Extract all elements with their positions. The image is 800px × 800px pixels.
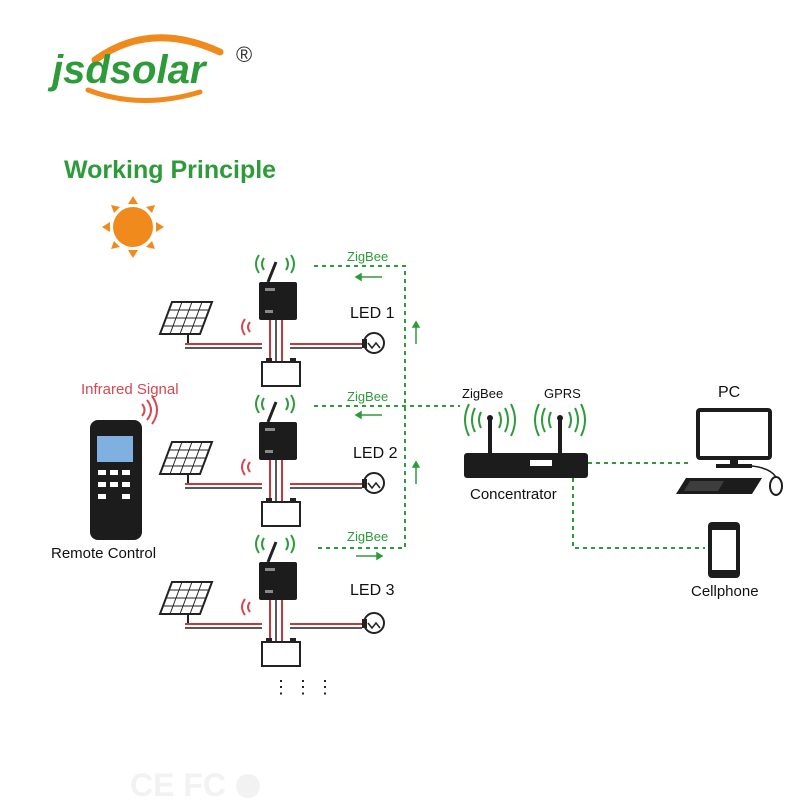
led-2-label: LED 2 <box>353 445 398 462</box>
brand-logo: jsdsolar <box>52 48 206 92</box>
light-unit-2 <box>158 393 386 528</box>
certification-marks: CE FC <box>130 767 260 800</box>
infrared-signal-icon <box>141 395 158 425</box>
svg-text:CE FC: CE FC <box>130 767 226 800</box>
led-3-label: LED 3 <box>350 582 395 599</box>
gprs-label: GPRS <box>544 386 581 401</box>
infrared-signal-label: Infrared Signal <box>81 381 179 398</box>
pc-label: PC <box>718 384 741 401</box>
more-dots-2: ⋮ <box>294 677 316 697</box>
wires <box>185 320 362 362</box>
more-units-indicator: ⋮⋮⋮ <box>272 677 338 697</box>
more-dots-3: ⋮ <box>316 677 338 697</box>
infrared-receiver-icon <box>241 318 251 336</box>
concentrator-label: Concentrator <box>470 486 557 503</box>
concentrator-signal-icon <box>464 403 586 437</box>
light-unit-1 <box>158 254 385 387</box>
concentrator-icon <box>464 415 588 478</box>
light-unit-3 <box>158 533 386 668</box>
more-dots-1: ⋮ <box>272 677 294 697</box>
logo-swoosh <box>85 34 224 104</box>
cellphone-icon <box>708 522 740 578</box>
sun-icon <box>102 196 164 258</box>
led-1-label: LED 1 <box>350 305 395 322</box>
controller-icon <box>259 261 297 320</box>
zigbee-label-1: ZigBee <box>347 249 389 264</box>
remote-control-label: Remote Control <box>51 545 157 562</box>
pc-icon <box>676 408 783 496</box>
network-links <box>314 265 705 549</box>
data-arrows <box>354 272 421 561</box>
page-title: Working Principle <box>64 156 277 184</box>
solar-panel-icon <box>158 301 214 344</box>
wireless-signal-icon <box>255 254 295 274</box>
zigbee-label-2: ZigBee <box>347 389 389 404</box>
zigbee-label-concentrator: ZigBee <box>462 386 504 401</box>
cellphone-label: Cellphone <box>691 583 759 600</box>
battery-icon <box>261 358 301 387</box>
remote-control-icon <box>90 420 142 540</box>
registered-mark: ® <box>236 42 253 67</box>
zigbee-label-3: ZigBee <box>347 529 389 544</box>
led-bulb-icon <box>362 332 385 354</box>
